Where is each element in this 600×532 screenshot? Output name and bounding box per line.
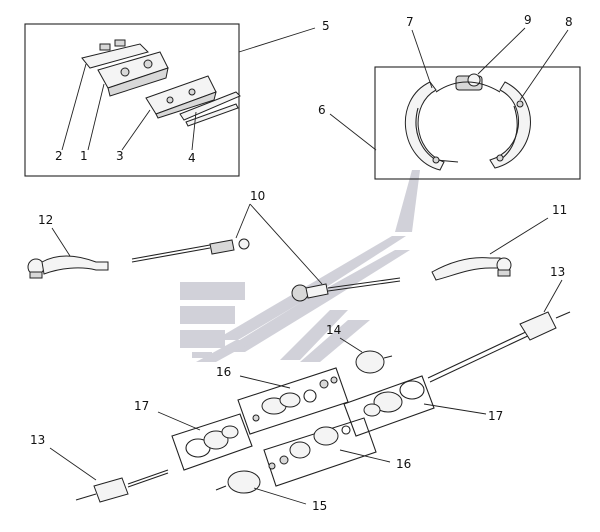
callout-13-right: 13 (550, 265, 565, 279)
boot-kit-upper (237, 367, 349, 435)
callout-7: 7 (406, 15, 414, 29)
callout-13-left: 13 (30, 433, 45, 447)
callout-15: 15 (312, 499, 327, 513)
anti-squeal-shim (81, 43, 149, 69)
brake-pad-assembly (81, 39, 241, 127)
callout-17-right: 17 (488, 409, 503, 423)
boot-kit-right (343, 375, 435, 437)
brake-shoe-left (404, 81, 445, 171)
cv-joint-15 (215, 470, 261, 494)
callout-10: 10 (250, 189, 265, 203)
drum-brake-shoe-assembly (404, 73, 531, 171)
callout-9: 9 (524, 13, 532, 27)
callout-5: 5 (322, 19, 330, 33)
adjuster-wheel (467, 73, 481, 87)
tie-rod-end-right (431, 257, 512, 281)
return-spring (435, 81, 501, 93)
boot-kit-lower (263, 417, 377, 487)
callout-8: 8 (565, 15, 573, 29)
callout-16-lower: 16 (396, 457, 411, 471)
callout-17-left: 17 (134, 399, 149, 413)
callout-4: 4 (188, 151, 196, 165)
callout-6: 6 (318, 103, 326, 117)
callout-14: 14 (326, 323, 341, 337)
inner-tie-rod-upper (131, 238, 250, 263)
boot-kit-left (171, 413, 253, 471)
callout-1: 1 (80, 149, 88, 163)
brake-shoe-kit-box (374, 66, 581, 180)
cv-joint-14 (355, 350, 393, 374)
callout-2: 2 (55, 149, 63, 163)
brake-shoe-right (489, 81, 531, 169)
tie-rod-end-left (27, 255, 109, 279)
callout-16-upper: 16 (216, 365, 231, 379)
callout-3: 3 (116, 149, 124, 163)
callout-12: 12 (38, 213, 53, 227)
drive-shaft-right (427, 311, 571, 383)
pad-spring-clip (179, 91, 241, 121)
inner-tie-rod-lower (291, 277, 401, 302)
watermark-logo (180, 170, 420, 362)
callout-11: 11 (552, 203, 567, 217)
brake-pad-kit-box (24, 23, 240, 177)
wear-indicator-clip (185, 103, 239, 127)
drive-shaft-left (75, 469, 169, 503)
